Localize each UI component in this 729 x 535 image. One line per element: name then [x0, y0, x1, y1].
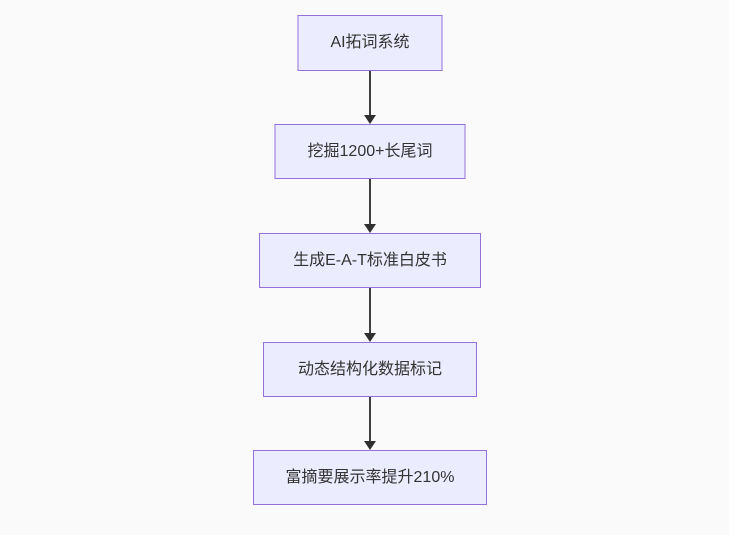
flow-node-longtail-words: 挖掘1200+长尾词: [274, 124, 466, 179]
flow-arrow-4: [364, 397, 376, 450]
arrow-head-icon: [364, 115, 376, 124]
flow-node-label: 动态结构化数据标记: [297, 360, 442, 378]
flow-node-structured-data: 动态结构化数据标记: [263, 342, 477, 397]
flow-node-rich-snippet: 富摘要展示率提升210%: [253, 450, 487, 505]
arrow-line: [369, 288, 371, 333]
arrow-head-icon: [364, 441, 376, 450]
flow-node-label: 生成E-A-T标准白皮书: [293, 251, 447, 269]
arrow-head-icon: [364, 224, 376, 233]
flow-arrow-2: [364, 179, 376, 233]
flow-node-label: AI拓词系统: [330, 34, 410, 52]
arrow-line: [369, 71, 371, 115]
arrow-head-icon: [364, 333, 376, 342]
flow-arrow-1: [364, 71, 376, 124]
arrow-line: [369, 397, 371, 441]
flow-node-ai-system: AI拓词系统: [297, 15, 443, 71]
flow-node-label: 富摘要展示率提升210%: [285, 468, 455, 486]
flow-node-eat-whitepaper: 生成E-A-T标准白皮书: [259, 233, 481, 288]
arrow-line: [369, 179, 371, 224]
flow-node-label: 挖掘1200+长尾词: [307, 142, 433, 160]
flow-arrow-3: [364, 288, 376, 342]
